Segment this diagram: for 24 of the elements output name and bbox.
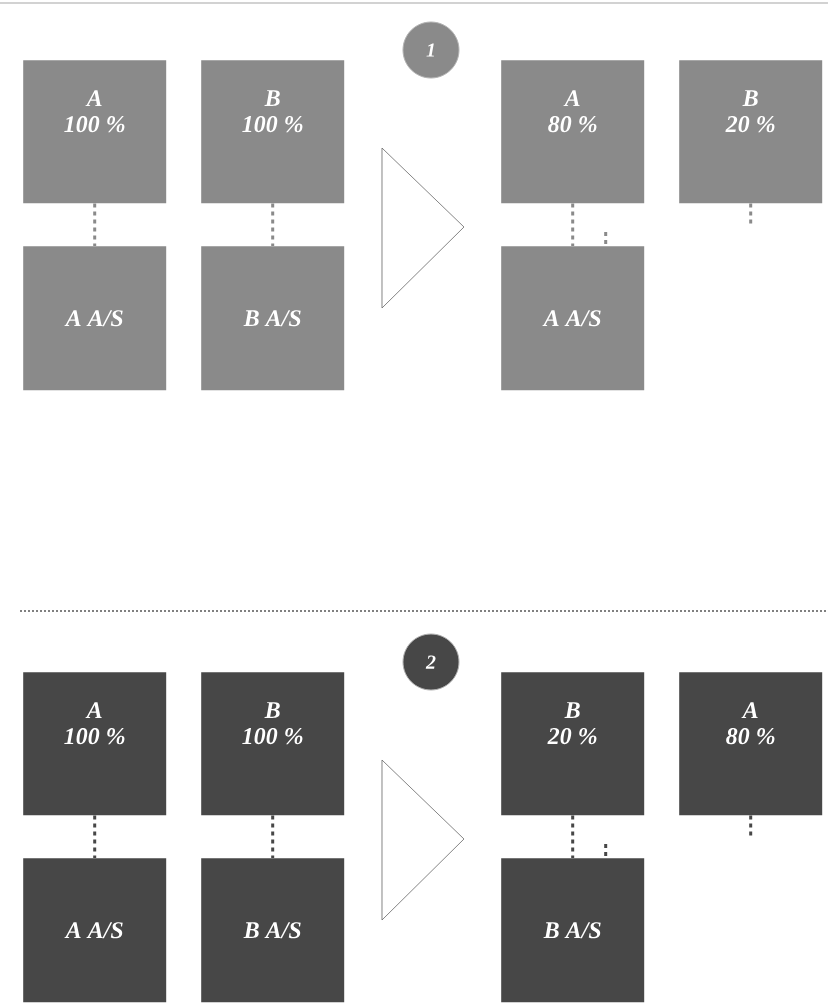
triangle-shape (381, 147, 465, 309)
dotted-line (604, 844, 608, 858)
company-box: A A/S (23, 858, 167, 1003)
dotted-line (571, 815, 575, 858)
share-box: A 80 % (679, 672, 823, 816)
company-box: B A/S (201, 246, 345, 391)
dotted-line (93, 203, 97, 246)
dotted-line (271, 815, 275, 858)
share-box: B 100 % (201, 60, 345, 204)
dotted-line (604, 232, 608, 246)
dotted-line (93, 815, 97, 858)
dotted-line (271, 203, 275, 246)
share-box: A 80 % (501, 60, 645, 204)
share-box: B 100 % (201, 672, 345, 816)
company-box: B A/S (501, 858, 645, 1003)
company-box: A A/S (23, 246, 167, 391)
triangle-shape (381, 759, 465, 921)
share-box: A 100 % (23, 672, 167, 816)
share-box: A 100 % (23, 60, 167, 204)
share-box: B 20 % (679, 60, 823, 204)
dotted-line (571, 203, 575, 246)
share-box: B 20 % (501, 672, 645, 816)
company-box: A A/S (501, 246, 645, 391)
company-box: B A/S (201, 858, 345, 1003)
